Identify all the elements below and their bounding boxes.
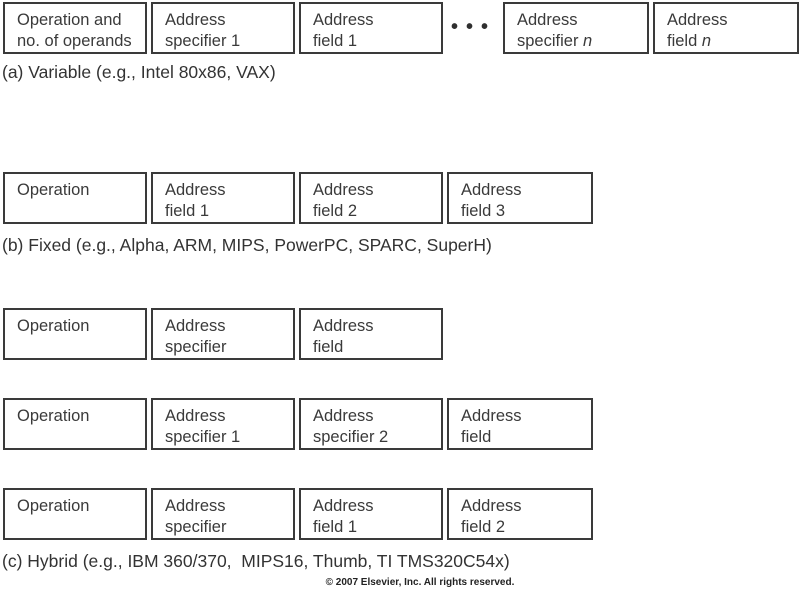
cell-label-text: field — [667, 32, 702, 50]
field-cell-address-field-2: Address field 2 — [447, 488, 593, 540]
format-row-fixed: Operation Address field 1 Address field … — [3, 172, 593, 224]
field-cell-address-specifier-2: Address specifier 2 — [299, 398, 443, 450]
caption-hybrid: (c) Hybrid (e.g., IBM 360/370, MIPS16, T… — [2, 551, 510, 571]
cell-label-line1: Address — [461, 181, 522, 199]
cell-label-line1: Operation — [17, 181, 90, 199]
field-cell-address-specifier-1: Address specifier 1 — [151, 2, 295, 54]
format-row-variable-right: Address specifier n Address field n — [503, 2, 799, 54]
cell-label-line1: Address — [461, 497, 522, 515]
field-cell-address-field-1: Address field 1 — [299, 488, 443, 540]
cell-label-line1: Address — [165, 317, 226, 335]
field-cell-address-field: Address field — [299, 308, 443, 360]
cell-label-line1: Address — [313, 181, 374, 199]
field-cell-address-specifier-1: Address specifier 1 — [151, 398, 295, 450]
cell-label-line1: Address — [313, 317, 374, 335]
cell-label-line1: Address — [313, 407, 374, 425]
cell-label-line1: Address — [165, 181, 226, 199]
cell-label-line2: specifier — [165, 338, 227, 356]
cell-label-line2: no. of operands — [17, 32, 132, 50]
format-row-hybrid-2: Operation Address specifier 1 Address sp… — [3, 398, 593, 450]
field-cell-address-field-n: Address field n — [653, 2, 799, 54]
cell-label-line1: Address — [165, 497, 226, 515]
cell-label-line1: Operation and — [17, 11, 122, 29]
field-cell-address-field-3: Address field 3 — [447, 172, 593, 224]
field-cell-operation: Operation — [3, 308, 147, 360]
cell-label-line1: Address — [667, 11, 728, 29]
cell-label-text: specifier — [517, 32, 584, 50]
italic-variable-n: n — [583, 32, 593, 50]
field-cell-operation: Operation — [3, 488, 147, 540]
field-cell-address-field-2: Address field 2 — [299, 172, 443, 224]
field-cell-address-specifier: Address specifier — [151, 488, 295, 540]
cell-label-line2: field 1 — [313, 518, 358, 536]
caption-fixed: (b) Fixed (e.g., Alpha, ARM, MIPS, Power… — [2, 235, 492, 255]
cell-label-line2: field — [461, 428, 492, 446]
field-cell-operation-operands: Operation and no. of operands — [3, 2, 147, 54]
field-cell-address-field: Address field — [447, 398, 593, 450]
cell-label-line2: specifier — [165, 518, 227, 536]
field-cell-address-specifier-n: Address specifier n — [503, 2, 649, 54]
cell-label-line2: specifier 1 — [165, 32, 241, 50]
format-row-variable-left: Operation and no. of operands Address sp… — [3, 2, 443, 54]
format-row-hybrid-3: Operation Address specifier Address fiel… — [3, 488, 593, 540]
cell-label-line1: Operation — [17, 407, 90, 425]
cell-label-line2: field 1 — [313, 32, 358, 50]
cell-label-line2: field 2 — [313, 202, 358, 220]
cell-label-line1: Operation — [17, 497, 90, 515]
field-cell-address-specifier: Address specifier — [151, 308, 295, 360]
cell-label-line1: Address — [461, 407, 522, 425]
copyright-notice: © 2007 Elsevier, Inc. All rights reserve… — [325, 577, 515, 588]
field-cell-operation: Operation — [3, 172, 147, 224]
caption-variable: (a) Variable (e.g., Intel 80x86, VAX) — [2, 62, 276, 82]
italic-variable-n: n — [701, 32, 712, 50]
cell-label-line2: field — [313, 338, 344, 356]
cell-label-line2: specifier n — [517, 31, 643, 52]
cell-label-line1: Address — [313, 11, 374, 29]
cell-label-line2: field 3 — [461, 202, 506, 220]
cell-label-line2: specifier 1 — [165, 428, 241, 446]
ellipsis-dots-icon: ••• — [451, 16, 497, 38]
cell-label-line1: Address — [313, 497, 374, 515]
field-cell-address-field-1: Address field 1 — [299, 2, 443, 54]
cell-label-line1: Address — [517, 11, 578, 29]
cell-label-line2: field 1 — [165, 202, 210, 220]
cell-label-line2: field 2 — [461, 518, 506, 536]
field-cell-operation: Operation — [3, 398, 147, 450]
field-cell-address-field-1: Address field 1 — [151, 172, 295, 224]
cell-label-line1: Operation — [17, 317, 90, 335]
cell-label-line1: Address — [165, 407, 226, 425]
format-row-hybrid-1: Operation Address specifier Address fiel… — [3, 308, 443, 360]
cell-label-line2: field n — [667, 31, 793, 52]
cell-label-line1: Address — [165, 11, 226, 29]
cell-label-line2: specifier 2 — [313, 428, 389, 446]
